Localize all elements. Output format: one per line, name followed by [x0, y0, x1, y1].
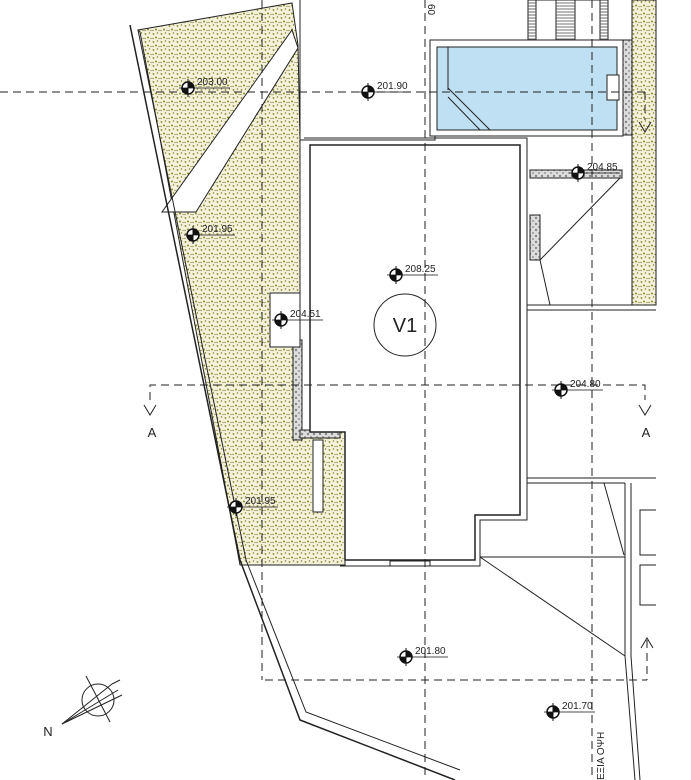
room-tag: V1 — [393, 315, 417, 337]
elevation-marker: 203.00 — [179, 77, 230, 97]
dimension-label: 60 — [425, 4, 436, 16]
elevation-view-label: ΕΞΙΑ ΟΨΗ — [596, 732, 607, 780]
north-arrow-icon — [61, 675, 123, 725]
elevation-marker: 201.80 — [397, 646, 448, 666]
site-boundary — [129, 24, 456, 780]
elevation-marker: 201.70 — [544, 701, 595, 721]
section-line-a — [149, 384, 646, 400]
wall-stub — [312, 439, 324, 513]
window — [389, 560, 431, 567]
section-arrows — [143, 121, 654, 649]
garden-path — [161, 28, 299, 213]
elevation-marker: 201.95 — [227, 496, 278, 516]
pool-skimmer — [606, 74, 620, 101]
elevation-label: 201.80 — [415, 646, 446, 657]
elevation-label: 208.25 — [405, 264, 436, 275]
building-outline — [304, 137, 528, 567]
elevation-label: 201.70 — [562, 701, 593, 712]
elevation-label: 204.80 — [570, 379, 601, 390]
elevation-label: 203.00 — [197, 77, 228, 88]
elevation-marker: 208.25 — [387, 264, 438, 284]
elevation-label: 204.85 — [587, 162, 618, 173]
top-block — [299, 0, 436, 141]
section-label-left: A — [148, 425, 157, 440]
section-label-right: A — [642, 425, 651, 440]
pool-step — [447, 87, 491, 131]
pool — [436, 46, 618, 131]
stone-wall-left — [292, 339, 303, 441]
elevation-marker: 204.51 — [272, 309, 323, 329]
elevation-marker: 201.90 — [359, 81, 410, 101]
north-label: N — [43, 724, 52, 739]
elevation-label: 204.51 — [290, 309, 321, 320]
elevation-marker: 204.85 — [569, 162, 620, 182]
elevation-marker: 204.80 — [552, 379, 603, 399]
site-boundary-inner — [137, 29, 461, 771]
elevation-marker: 201.95 — [184, 224, 235, 244]
room-tag-circle — [373, 293, 437, 357]
pool-step — [447, 96, 481, 131]
elevation-label: 201.95 — [202, 224, 233, 235]
elevation-label: 201.95 — [245, 496, 276, 507]
elevation-label: 201.90 — [377, 81, 408, 92]
garden-area-right — [631, 0, 657, 306]
